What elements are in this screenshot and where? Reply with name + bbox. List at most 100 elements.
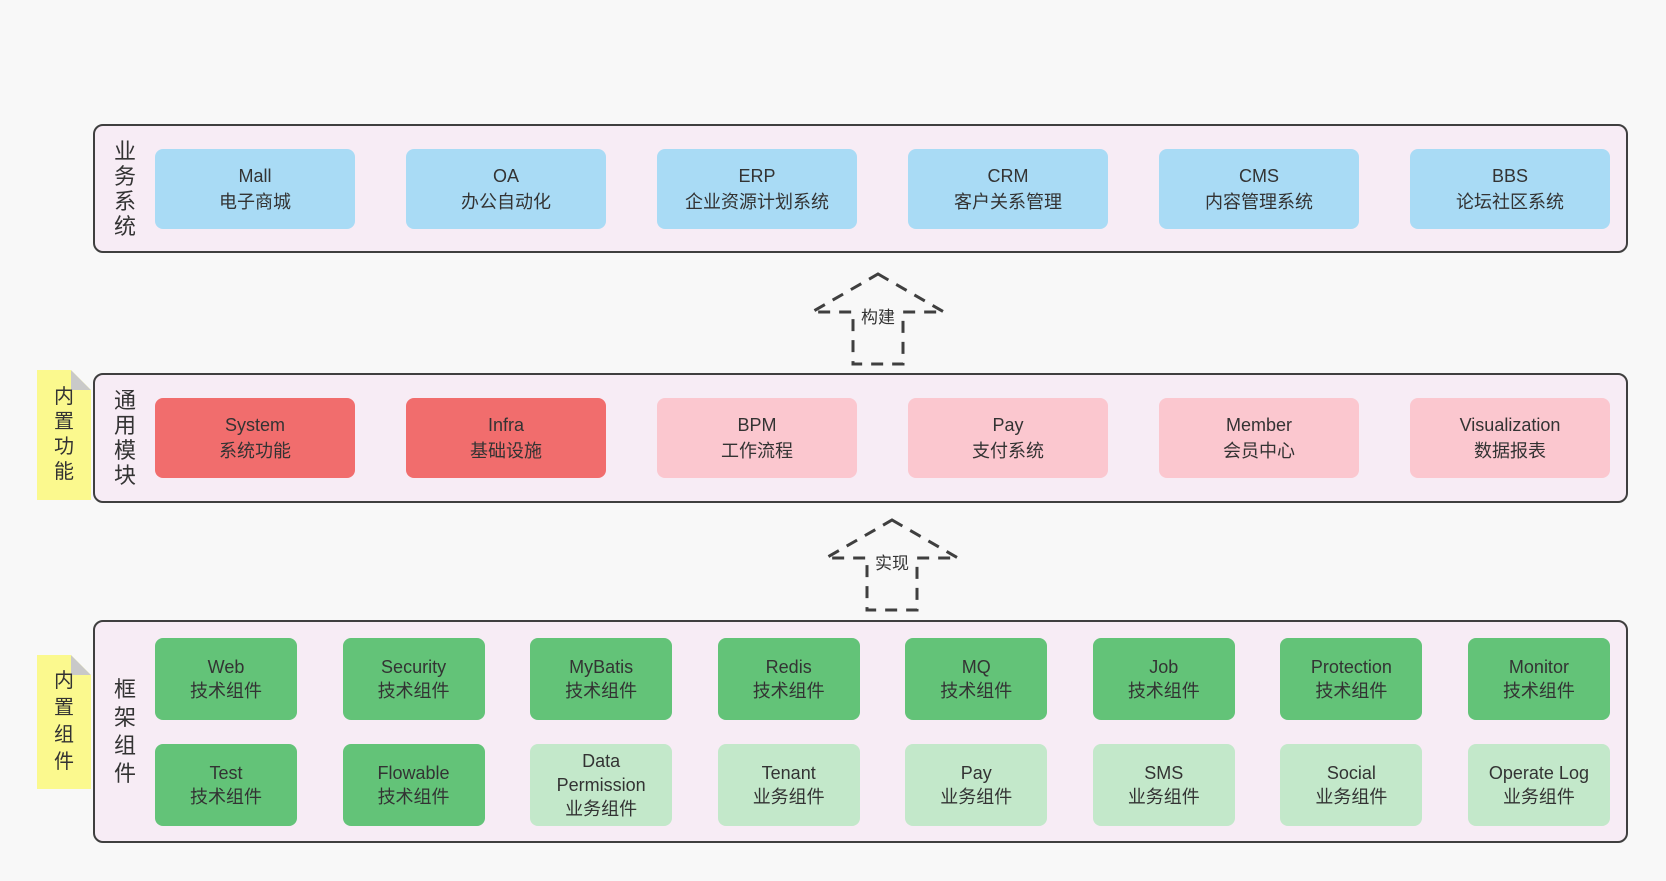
node-security: Security 技术组件 (342, 637, 485, 720)
node-title: Flowable (377, 762, 450, 783)
node-subtitle: 技术组件 (377, 680, 450, 701)
vertical-char: 置 (54, 697, 74, 719)
node-subtitle: 技术组件 (940, 680, 1013, 701)
node-subtitle: 工作流程 (721, 441, 793, 461)
node-title: OA (492, 165, 519, 186)
node-title: Redis (765, 656, 812, 677)
node-subtitle: 数据报表 (1474, 441, 1546, 461)
implement-arrow: 实现 (820, 518, 964, 612)
node-erp: ERP 企业资源计划系统 (657, 148, 857, 229)
vertical-char: 件 (54, 751, 74, 773)
node-subtitle: 业务组件 (1502, 786, 1575, 807)
note-label: 内置组件 (37, 655, 91, 789)
vertical-char: 架 (113, 704, 136, 730)
node-bbs: BBS 论坛社区系统 (1410, 148, 1610, 229)
node-subtitle: 客户关系管理 (954, 191, 1062, 212)
vertical-char: 框 (113, 676, 136, 702)
node-title: SMS (1144, 762, 1184, 783)
node-title: Visualization (1459, 415, 1561, 435)
node-title: Operate Log (1488, 762, 1589, 783)
vertical-char: 功 (54, 436, 74, 458)
vertical-char: 务 (113, 163, 136, 189)
vertical-char: 内 (54, 670, 74, 692)
node-redis: Redis 技术组件 (717, 637, 860, 720)
node-subtitle: 论坛社区系统 (1456, 191, 1564, 212)
dashed-up-arrow-icon (806, 272, 950, 366)
node-subtitle: 业务组件 (565, 798, 638, 819)
vertical-char: 件 (113, 760, 136, 786)
vertical-char: 统 (113, 213, 136, 239)
node-subtitle: 内容管理系统 (1205, 191, 1313, 212)
node-title: BPM (737, 415, 777, 435)
node-operate-log: Operate Log 业务组件 (1467, 743, 1610, 826)
panel-title-framework-components: 框架组件 (95, 622, 155, 841)
node-subtitle: 技术组件 (377, 786, 450, 807)
vertical-char: 组 (113, 732, 136, 758)
node-title: BBS (1491, 165, 1529, 186)
node-title: MyBatis (569, 656, 634, 677)
node-flowable: Flowable 技术组件 (342, 743, 485, 826)
node-title: Infra (487, 415, 525, 435)
node-subtitle: 技术组件 (190, 680, 262, 701)
vertical-char: 通 (113, 388, 136, 413)
vertical-char: 块 (113, 463, 136, 488)
node-subtitle: 技术组件 (1127, 680, 1200, 701)
node-title: Protection (1310, 656, 1392, 677)
node-subtitle: 会员中心 (1223, 441, 1295, 461)
node-title: Member (1225, 415, 1292, 435)
node-subtitle: 企业资源计划系统 (685, 191, 829, 212)
node-crm: CRM 客户关系管理 (908, 148, 1108, 229)
node-protection: Protection 技术组件 (1280, 637, 1423, 720)
vertical-char: 置 (54, 411, 74, 433)
node-title: CMS (1239, 165, 1279, 186)
node-bpm: BPM 工作流程 (657, 398, 857, 478)
node-subtitle: 业务组件 (752, 786, 825, 807)
note-label: 内置功能 (37, 370, 91, 500)
vertical-char: 模 (113, 438, 136, 463)
node-sms: SMS 业务组件 (1092, 743, 1235, 826)
node-title: CRM (987, 165, 1029, 186)
node-cms: CMS 内容管理系统 (1159, 148, 1359, 229)
node-mybatis: MyBatis 技术组件 (530, 637, 673, 720)
node-subtitle: 技术组件 (1502, 680, 1575, 701)
node-title: Test (209, 762, 243, 783)
node-title: Job (1149, 656, 1179, 677)
node-member: Member 会员中心 (1159, 398, 1359, 478)
node-subtitle: 技术组件 (1315, 680, 1388, 701)
sticky-note-builtin-features: 内置功能 (37, 370, 91, 500)
node-subtitle: 技术组件 (752, 680, 825, 701)
vertical-char: 业 (113, 138, 136, 164)
node-subtitle: 业务组件 (1315, 786, 1388, 807)
node-visualization: Visualization 数据报表 (1410, 398, 1610, 478)
node-title: System (224, 415, 285, 435)
node-title: Tenant (761, 762, 816, 783)
node-title: ERP (738, 165, 776, 186)
node-subtitle: 技术组件 (565, 680, 638, 701)
build-arrow: 构建 (806, 272, 950, 366)
vertical-char: 组 (54, 724, 74, 746)
node-tenant: Tenant 业务组件 (717, 743, 860, 826)
node-title: Monitor (1508, 656, 1569, 677)
node-title: Social (1326, 762, 1376, 783)
vertical-char: 内 (54, 386, 74, 408)
node-subtitle: 业务组件 (1127, 786, 1200, 807)
node-title: Security (381, 656, 447, 677)
implement-arrow-label: 实现 (872, 548, 912, 575)
panel-title-common-modules: 通用模块 (95, 375, 155, 501)
